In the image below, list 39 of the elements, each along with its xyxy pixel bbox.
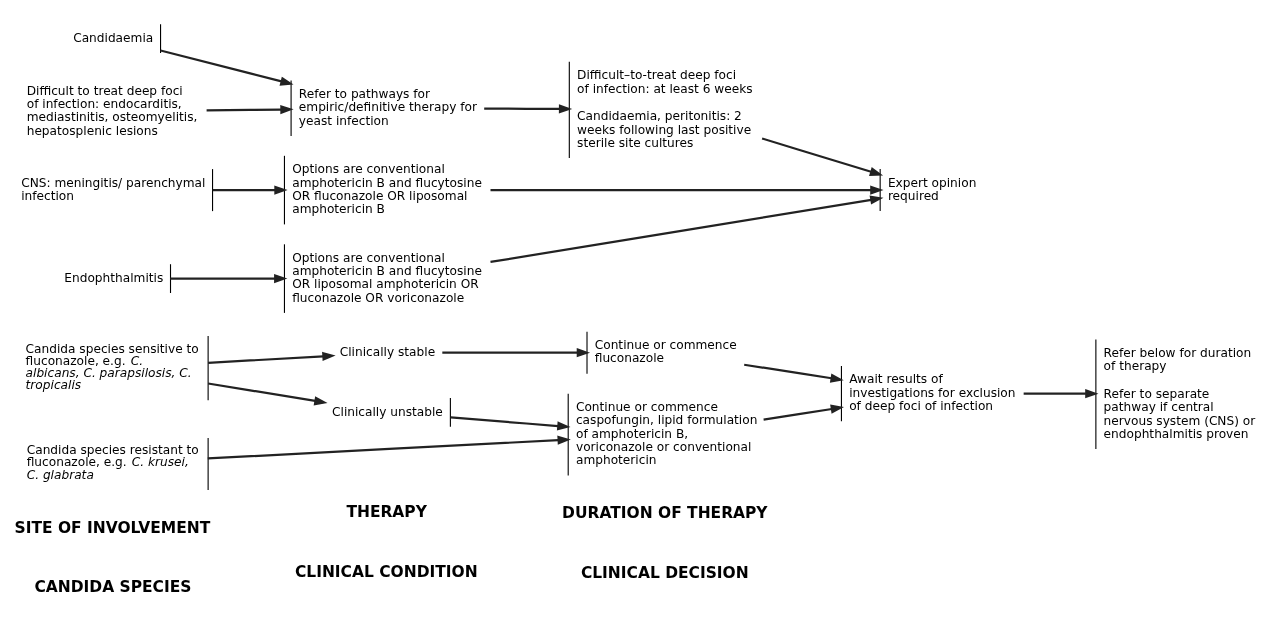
label: DURATION OF THERAPY bbox=[561, 503, 768, 522]
node-text: Clinically stable bbox=[339, 344, 435, 359]
arrow bbox=[206, 104, 294, 114]
label: SITE OF INVOLVEMENT bbox=[14, 518, 210, 537]
arrow bbox=[159, 48, 294, 86]
node-text: Continue or commence fluconazole bbox=[594, 337, 737, 365]
node-text: Candida species resistant to fluconazole, e.g. C. krusei, C. glabrata bbox=[26, 442, 199, 482]
arrow bbox=[212, 184, 288, 195]
arrow bbox=[169, 273, 287, 283]
node-text: Expert opinion required bbox=[887, 175, 976, 203]
label: CLINICAL CONDITION bbox=[294, 562, 478, 581]
node-text: Endophthalmitis bbox=[63, 270, 163, 285]
node-text: Options are conventional amphotericin B and flucytosine OR fluconazole OR liposomal amphotericin B bbox=[291, 161, 482, 216]
node-text: Difficult–to-treat deep foci of infection: at least 6 weeks Candidaemia, peritonitis: 2 weeks following last positive sterile site cultures bbox=[576, 67, 753, 150]
label: CANDIDA SPECIES bbox=[33, 577, 191, 596]
node-text: Difficult to treat deep foci of infection: endocarditis, mediastinitis, osteomyelitis, hepatosplenic lesions bbox=[26, 83, 197, 138]
arrow bbox=[1023, 388, 1098, 398]
arrow bbox=[489, 194, 883, 263]
arrow bbox=[207, 381, 328, 405]
arrow bbox=[441, 347, 590, 357]
node-text: CNS: meningitis/ parenchymal infection bbox=[20, 175, 205, 203]
arrow bbox=[450, 415, 570, 431]
label: CLINICAL DECISION bbox=[580, 563, 749, 582]
node-text: Continue or commence caspofungin, lipid formulation of amphotericin B, voriconazole or conventional amphotericin bbox=[575, 399, 757, 467]
label: THERAPY bbox=[345, 502, 427, 521]
arrow bbox=[761, 136, 883, 176]
arrow bbox=[207, 435, 571, 460]
node-text: Await results of investigations for exclusion of deep foci of infection bbox=[848, 371, 1016, 413]
arrow bbox=[207, 351, 336, 364]
node-text: Candida species sensitive to fluconazole, e.g. C. albicans, C. parapsilosis, C. tropicalis bbox=[25, 341, 199, 392]
arrow bbox=[483, 103, 572, 114]
node-text: Refer to pathways for empiric/definitive therapy for yeast infection bbox=[298, 86, 477, 128]
arrow bbox=[743, 363, 844, 383]
node-text: Clinically unstable bbox=[331, 404, 443, 419]
arrow bbox=[490, 184, 883, 195]
node-text: Candidaemia bbox=[72, 30, 153, 45]
node-text: Options are conventional amphotericin B and flucytosine OR liposomal amphotericin OR fluconazole OR voriconazole bbox=[291, 250, 482, 305]
node-text: Refer below for duration of therapy Refer to separate pathway if central nervous system (CNS) or endophthalmitis proven bbox=[1103, 345, 1255, 441]
arrow bbox=[762, 404, 844, 421]
